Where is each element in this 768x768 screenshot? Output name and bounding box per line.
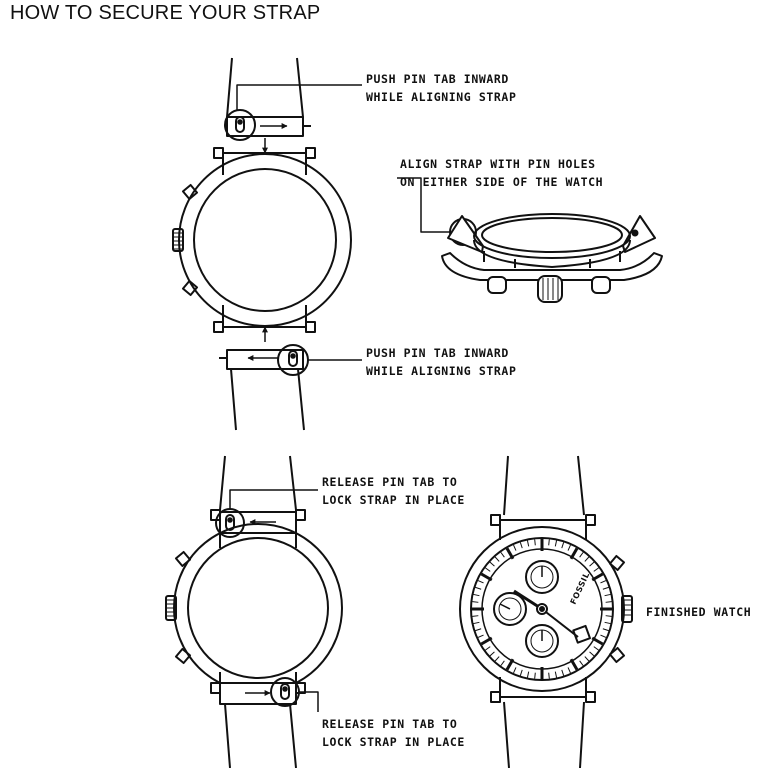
minute-tick — [500, 660, 505, 666]
hour-marker — [569, 547, 579, 560]
hour-marker — [591, 572, 604, 582]
minute-tick — [593, 646, 599, 651]
leader-line — [229, 489, 318, 509]
hour-marker — [569, 658, 579, 671]
minute-tick — [534, 539, 536, 546]
top-strap — [219, 455, 297, 511]
minute-tick — [554, 671, 558, 678]
caption-release-pin-top: RELEASE PIN TAB TO LOCK STRAP IN PLACE — [322, 473, 465, 509]
hour-marker — [480, 572, 493, 582]
minute-tick — [526, 671, 530, 678]
minute-tick — [500, 552, 505, 558]
minute-tick — [561, 669, 565, 676]
minute-tick — [579, 552, 584, 558]
minute-tick — [605, 615, 612, 617]
minute-tick — [579, 660, 584, 666]
minute-tick — [600, 634, 607, 638]
caption-line: PUSH PIN TAB INWARD — [366, 72, 509, 86]
minute-tick — [589, 651, 595, 657]
minute-tick — [485, 567, 491, 572]
watch-step1-diagram — [172, 57, 362, 431]
minute-tick — [472, 615, 479, 617]
caption-line: RELEASE PIN TAB TO — [322, 475, 458, 489]
top-strap — [503, 455, 585, 516]
caption-line: LOCK STRAP IN PLACE — [322, 493, 465, 507]
minute-tick — [584, 656, 590, 662]
minute-tick — [567, 667, 571, 674]
minute-tick — [489, 651, 495, 657]
minute-tick — [489, 561, 495, 567]
minute-hand — [541, 608, 579, 638]
caption-align-strap: ALIGN STRAP WITH PIN HOLES ON EITHER SID… — [400, 155, 603, 191]
minute-tick — [494, 556, 500, 562]
minute-tick — [584, 556, 590, 562]
caption-line: PUSH PIN TAB INWARD — [366, 346, 509, 360]
minute-tick — [473, 593, 480, 597]
hour-marker — [480, 636, 493, 646]
minute-tick — [567, 544, 571, 551]
minute-tick — [602, 628, 609, 632]
minute-tick — [605, 601, 612, 603]
caption-finished-watch: FINISHED WATCH — [646, 605, 752, 619]
minute-tick — [472, 601, 479, 603]
minute-tick — [548, 539, 550, 546]
minute-tick — [513, 544, 517, 551]
finished-watch-diagram: FOSSIL — [459, 455, 633, 768]
leader-line — [397, 177, 450, 233]
caption-line: ON EITHER SIDE OF THE WATCH — [400, 175, 604, 189]
minute-tick — [475, 586, 482, 590]
minute-tick — [519, 669, 523, 676]
date-window — [572, 624, 591, 644]
bottom-strap — [224, 703, 297, 768]
subdial-bottom — [525, 624, 559, 658]
dial-ticks — [472, 539, 612, 679]
subdial-left — [493, 592, 527, 626]
hour-marker — [591, 636, 604, 646]
watch-case — [165, 523, 343, 693]
caption-push-pin-bottom: PUSH PIN TAB INWARD WHILE ALIGNING STRAP — [366, 344, 516, 380]
minute-tick — [477, 580, 484, 584]
minute-tick — [561, 542, 565, 549]
caption-release-pin-bottom: RELEASE PIN TAB TO LOCK STRAP IN PLACE — [322, 715, 465, 751]
caption-push-pin-top: PUSH PIN TAB INWARD WHILE ALIGNING STRAP — [366, 70, 516, 106]
minute-tick — [475, 628, 482, 632]
minute-tick — [604, 621, 611, 625]
minute-tick — [589, 561, 595, 567]
bottom-strap — [219, 349, 305, 431]
caption-line: WHILE ALIGNING STRAP — [366, 364, 517, 378]
caption-line: ALIGN STRAP WITH PIN HOLES — [400, 157, 596, 171]
caption-line: WHILE ALIGNING STRAP — [366, 90, 517, 104]
hour-marker — [505, 658, 515, 671]
leader-line — [299, 691, 319, 712]
minute-tick — [485, 646, 491, 651]
minute-tick — [494, 656, 500, 662]
minute-tick — [477, 634, 484, 638]
minute-tick — [604, 593, 611, 597]
minute-tick — [473, 621, 480, 625]
crown-buttons — [487, 275, 611, 303]
minute-tick — [526, 540, 530, 547]
watch-step2-diagram — [165, 455, 343, 768]
bottom-strap — [503, 701, 585, 768]
minute-tick — [600, 580, 607, 584]
minute-tick — [602, 586, 609, 590]
watch-side-view — [397, 177, 663, 303]
caption-line: LOCK STRAP IN PLACE — [322, 735, 465, 749]
minute-tick — [593, 567, 599, 572]
leader-line — [236, 84, 362, 110]
minute-tick — [519, 542, 523, 549]
pin-callout-circle — [224, 109, 256, 141]
minute-tick — [554, 540, 558, 547]
brand-logo: FOSSIL — [569, 571, 592, 606]
caption-line: RELEASE PIN TAB TO — [322, 717, 458, 731]
minute-tick — [534, 672, 536, 679]
page-title: HOW TO SECURE YOUR STRAP — [10, 2, 321, 24]
watch-case — [172, 147, 352, 333]
hour-marker — [505, 547, 515, 560]
subdial-top — [525, 560, 559, 594]
top-strap — [226, 57, 311, 137]
minute-tick — [513, 667, 517, 674]
minute-tick — [548, 672, 550, 679]
